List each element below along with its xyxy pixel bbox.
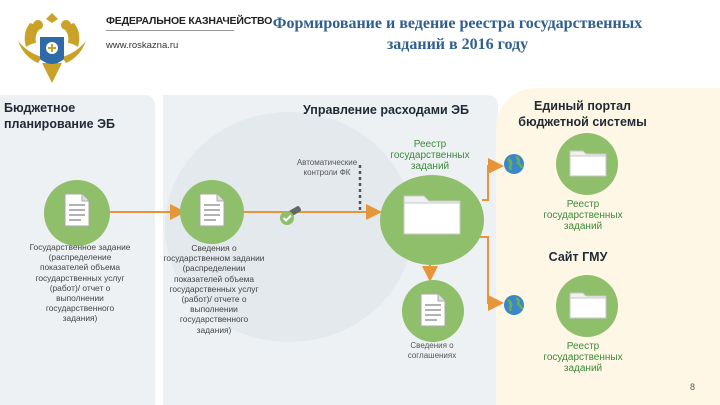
check-gear-icon [279, 206, 303, 231]
folder-icon [569, 289, 607, 324]
logo-underline [106, 30, 234, 31]
folder-icon [569, 147, 607, 182]
gmu-title: Сайт ГМУ [548, 250, 608, 264]
left-doc-caption: Государственное задание (распределение п… [29, 242, 131, 324]
middle-doc-caption: Сведения о государственном задании (расп… [163, 243, 265, 335]
right-panel-title: Единый портал бюджетной системы [518, 99, 647, 129]
portal-registry-label: Реестр государственных заданий [543, 199, 623, 232]
globe-icon [503, 294, 525, 321]
registry-label: Реестр государственных заданий [390, 139, 470, 172]
globe-icon [503, 153, 525, 180]
gmu-registry-label: Реестр государственных заданий [543, 341, 623, 374]
page-number: 8 [690, 382, 696, 392]
document-icon [64, 193, 90, 232]
left-panel-title: Бюджетное планирование ЭБ [4, 101, 115, 131]
document-icon [199, 193, 225, 232]
left-panel-bg [0, 95, 155, 405]
auto-control-label: Автоматические контроли ФК [296, 158, 358, 177]
page-title: Формирование и ведение реестра государст… [272, 15, 643, 53]
document-icon [420, 293, 446, 332]
logo-url[interactable]: www.roskazna.ru [106, 40, 179, 51]
logo-name: ФЕДЕРАЛЬНОЕ КАЗНАЧЕЙСТВО [106, 15, 273, 27]
middle-panel-title: Управление расходами ЭБ [303, 103, 469, 117]
emblem-logo [8, 3, 96, 91]
agreements-caption: Сведения о соглашениях [407, 341, 457, 360]
folder-icon [402, 190, 462, 241]
